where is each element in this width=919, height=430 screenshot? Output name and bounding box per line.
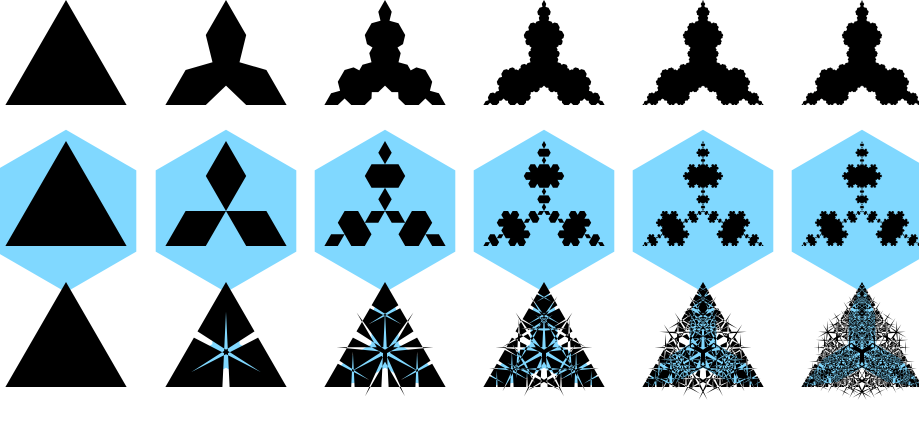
fractal-shape xyxy=(324,0,445,105)
row-snowflake-iteration-5 xyxy=(792,130,919,292)
fractal-shape xyxy=(801,0,919,105)
fractal-shape xyxy=(483,0,604,105)
row-spike-iteration-1 xyxy=(165,282,286,387)
row-snowflake-iteration-4 xyxy=(633,130,774,292)
row-snowflake-iteration-3 xyxy=(474,130,615,292)
fractal-shape xyxy=(5,0,126,105)
row-bump-iteration-4 xyxy=(642,0,763,105)
fractal-shape xyxy=(5,282,126,387)
row-spike-iteration-0 xyxy=(5,282,126,387)
row-bump-iteration-5 xyxy=(801,0,919,105)
row-snowflake-iteration-2 xyxy=(315,130,456,292)
row-snowflake-iteration-1 xyxy=(156,130,297,292)
row-spike-iteration-5 xyxy=(801,282,919,400)
fractal-shape xyxy=(642,0,763,105)
row-bump-iteration-2 xyxy=(324,0,445,105)
fractal-shape xyxy=(801,282,919,400)
fractal-shape xyxy=(165,0,286,105)
row-snowflake-iteration-0 xyxy=(0,130,136,292)
row-spike-iteration-3 xyxy=(483,282,604,396)
row-spike-iteration-2 xyxy=(324,282,445,396)
row-spike-iteration-4 xyxy=(642,282,763,400)
row-bump-iteration-1 xyxy=(165,0,286,105)
row-bump-iteration-0 xyxy=(5,0,126,105)
row-bump-iteration-3 xyxy=(483,0,604,105)
hull-shape xyxy=(792,130,919,292)
